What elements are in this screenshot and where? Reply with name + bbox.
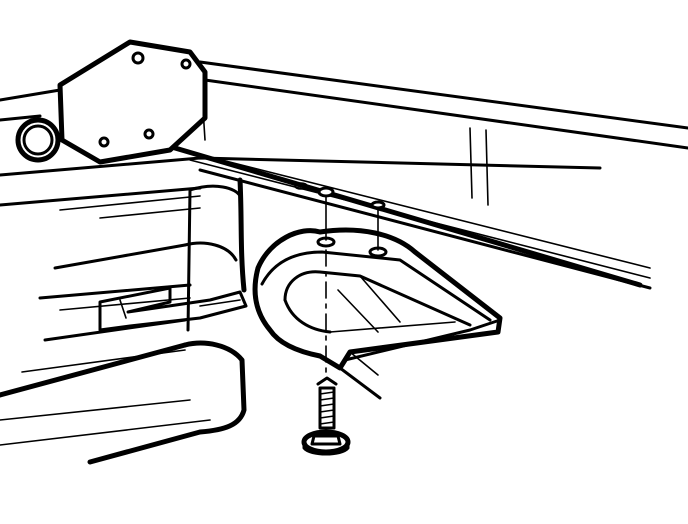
- mounting-bolt: [301, 376, 351, 456]
- rail-hole-icon: [294, 182, 308, 190]
- crossmember-channel: [0, 177, 248, 465]
- plate-bolt-hole-icon: [131, 51, 145, 65]
- plate-bolt-hole-icon: [143, 128, 155, 140]
- body-panel-lines: [0, 88, 602, 446]
- frame-hole-icon: [317, 186, 335, 198]
- frame-hole-icon: [370, 200, 386, 210]
- plate-bolt-hole-icon: [180, 58, 192, 70]
- rail-end-cap-plate: [15, 39, 208, 165]
- frame-rail: [172, 60, 688, 290]
- mounting-bracket: [252, 186, 503, 400]
- plate-bolt-hole-icon: [98, 136, 110, 148]
- alignment-centerlines: [325, 195, 379, 379]
